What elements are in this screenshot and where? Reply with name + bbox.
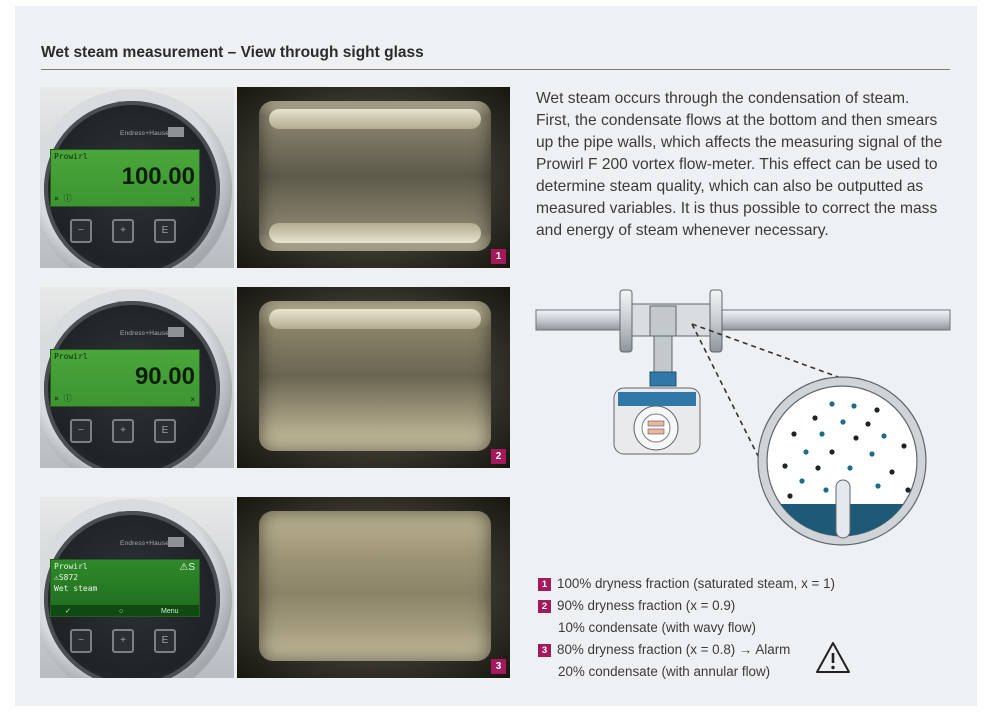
- lcd-footer: × ⓘ: [54, 194, 72, 203]
- lcd-softkey-bar: ✓ ○ Menu: [51, 605, 199, 616]
- lcd-alarm-code: ⚠S872: [54, 573, 79, 582]
- legend-number: 3: [538, 644, 551, 657]
- softkey-menu: Menu: [161, 608, 179, 615]
- legend-number: 2: [538, 600, 551, 613]
- pipe: [535, 309, 951, 331]
- brand-logo-icon: [168, 127, 184, 137]
- enter-button: E: [154, 419, 176, 443]
- steam-droplets: [782, 401, 911, 499]
- title-divider: [41, 69, 950, 70]
- glass-highlight: [269, 309, 481, 329]
- display-line: [647, 420, 665, 427]
- transmitter-display: [641, 413, 671, 443]
- device-buttons: − + E: [70, 219, 180, 249]
- description-text: Wet steam occurs through the condensatio…: [536, 90, 943, 239]
- sight-glass-tube: [259, 511, 491, 661]
- device-buttons: − + E: [70, 419, 180, 449]
- legend-number: 1: [538, 578, 551, 591]
- figure-number-badge: 3: [491, 659, 506, 674]
- lcd-status: ×: [190, 395, 195, 404]
- meter-sensor: [649, 305, 677, 337]
- device-lcd: Prowirl 100.00 × ⓘ ×: [50, 149, 200, 207]
- lcd-value: 100.00: [121, 163, 195, 190]
- brand-logo-icon: [168, 327, 184, 337]
- legend-subline: 10% condensate (with wavy flow): [558, 620, 756, 635]
- device-display-photo: Endress+Hauser Prowirl 100.00 × ⓘ × − + …: [40, 87, 234, 268]
- device-lcd: Prowirl ⚠S ⚠S872 Wet steam ✓ ○ Menu: [50, 559, 200, 617]
- legend-subline: 20% condensate (with annular flow): [558, 664, 771, 679]
- glass-highlight: [269, 223, 481, 243]
- minus-button: −: [70, 219, 92, 243]
- minus-button: −: [70, 419, 92, 443]
- lcd-footer: × ⓘ: [54, 394, 72, 403]
- device-brand: Endress+Hauser: [120, 130, 172, 137]
- lcd-label: Prowirl: [54, 152, 88, 161]
- sight-glass-tube: [259, 101, 491, 251]
- bluff-body: [835, 479, 851, 539]
- lcd-value: 90.00: [134, 363, 195, 390]
- lcd-status: ×: [190, 195, 195, 204]
- figure-number-badge: 1: [491, 249, 506, 264]
- lcd-alarm-status: ⚠S: [179, 562, 195, 573]
- brand-logo-icon: [168, 537, 184, 547]
- enter-button: E: [154, 219, 176, 243]
- sight-glass-tube: [259, 301, 491, 451]
- device-display-photo: Endress+Hauser Prowirl 90.00 × ⓘ × − + E: [40, 287, 234, 468]
- right-flange: [709, 289, 723, 353]
- plus-button: +: [112, 219, 134, 243]
- meter-neck: [653, 335, 673, 377]
- warning-icon: [816, 642, 850, 673]
- lcd-alarm-text: Wet steam: [54, 584, 98, 593]
- sight-glass-photo: 2: [237, 287, 510, 468]
- transmitter-band: [618, 392, 696, 406]
- device-brand: Endress+Hauser: [120, 540, 172, 547]
- enter-button: E: [154, 629, 176, 653]
- device-lcd: Prowirl 90.00 × ⓘ ×: [50, 349, 200, 407]
- device-brand: Endress+Hauser: [120, 330, 172, 337]
- left-flange: [619, 289, 633, 353]
- device-buttons: − + E: [70, 629, 180, 659]
- figure-number-badge: 2: [491, 449, 506, 464]
- callout-line: [691, 323, 769, 477]
- plus-button: +: [112, 629, 134, 653]
- sight-glass-photo: 1: [237, 87, 510, 268]
- callout-line: [691, 323, 853, 383]
- lcd-label: Prowirl: [54, 562, 88, 571]
- section-title: Wet steam measurement – View through sig…: [41, 44, 424, 61]
- device-display-photo: Endress+Hauser Prowirl ⚠S ⚠S872 Wet stea…: [40, 497, 234, 678]
- softkey-ok: ✓: [65, 608, 71, 615]
- plus-button: +: [112, 419, 134, 443]
- display-line: [647, 428, 665, 435]
- softkey-mid: ○: [119, 608, 124, 615]
- lcd-label: Prowirl: [54, 352, 88, 361]
- glass-highlight: [269, 109, 481, 129]
- flowmeter-diagram: [535, 289, 951, 546]
- meter-neck-band: [649, 371, 677, 387]
- minus-button: −: [70, 629, 92, 653]
- sight-glass-photo: 3: [237, 497, 510, 678]
